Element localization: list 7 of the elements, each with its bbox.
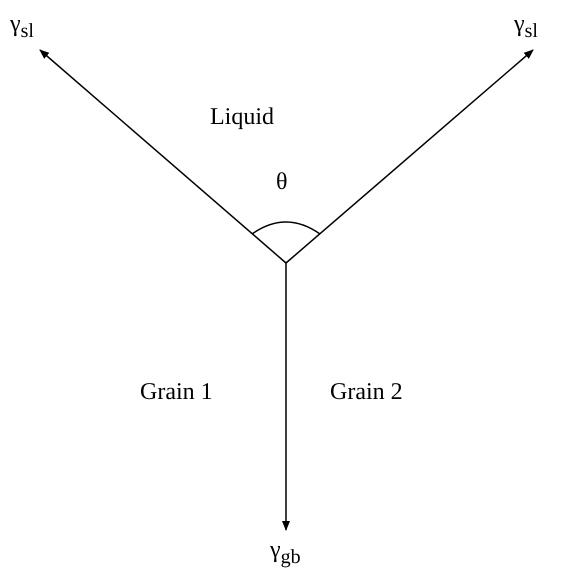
region-label: Grain 1 <box>140 380 213 404</box>
region-label: Grain 2 <box>330 380 403 404</box>
tension-label: γ$_{sl}$ <box>514 12 538 41</box>
tension-label: γ$_{sl}$ <box>10 12 34 41</box>
region-label: Liquid <box>210 105 274 129</box>
tension-label: γ$_{gb}$ <box>270 538 301 567</box>
angle-label: θ <box>276 170 288 194</box>
